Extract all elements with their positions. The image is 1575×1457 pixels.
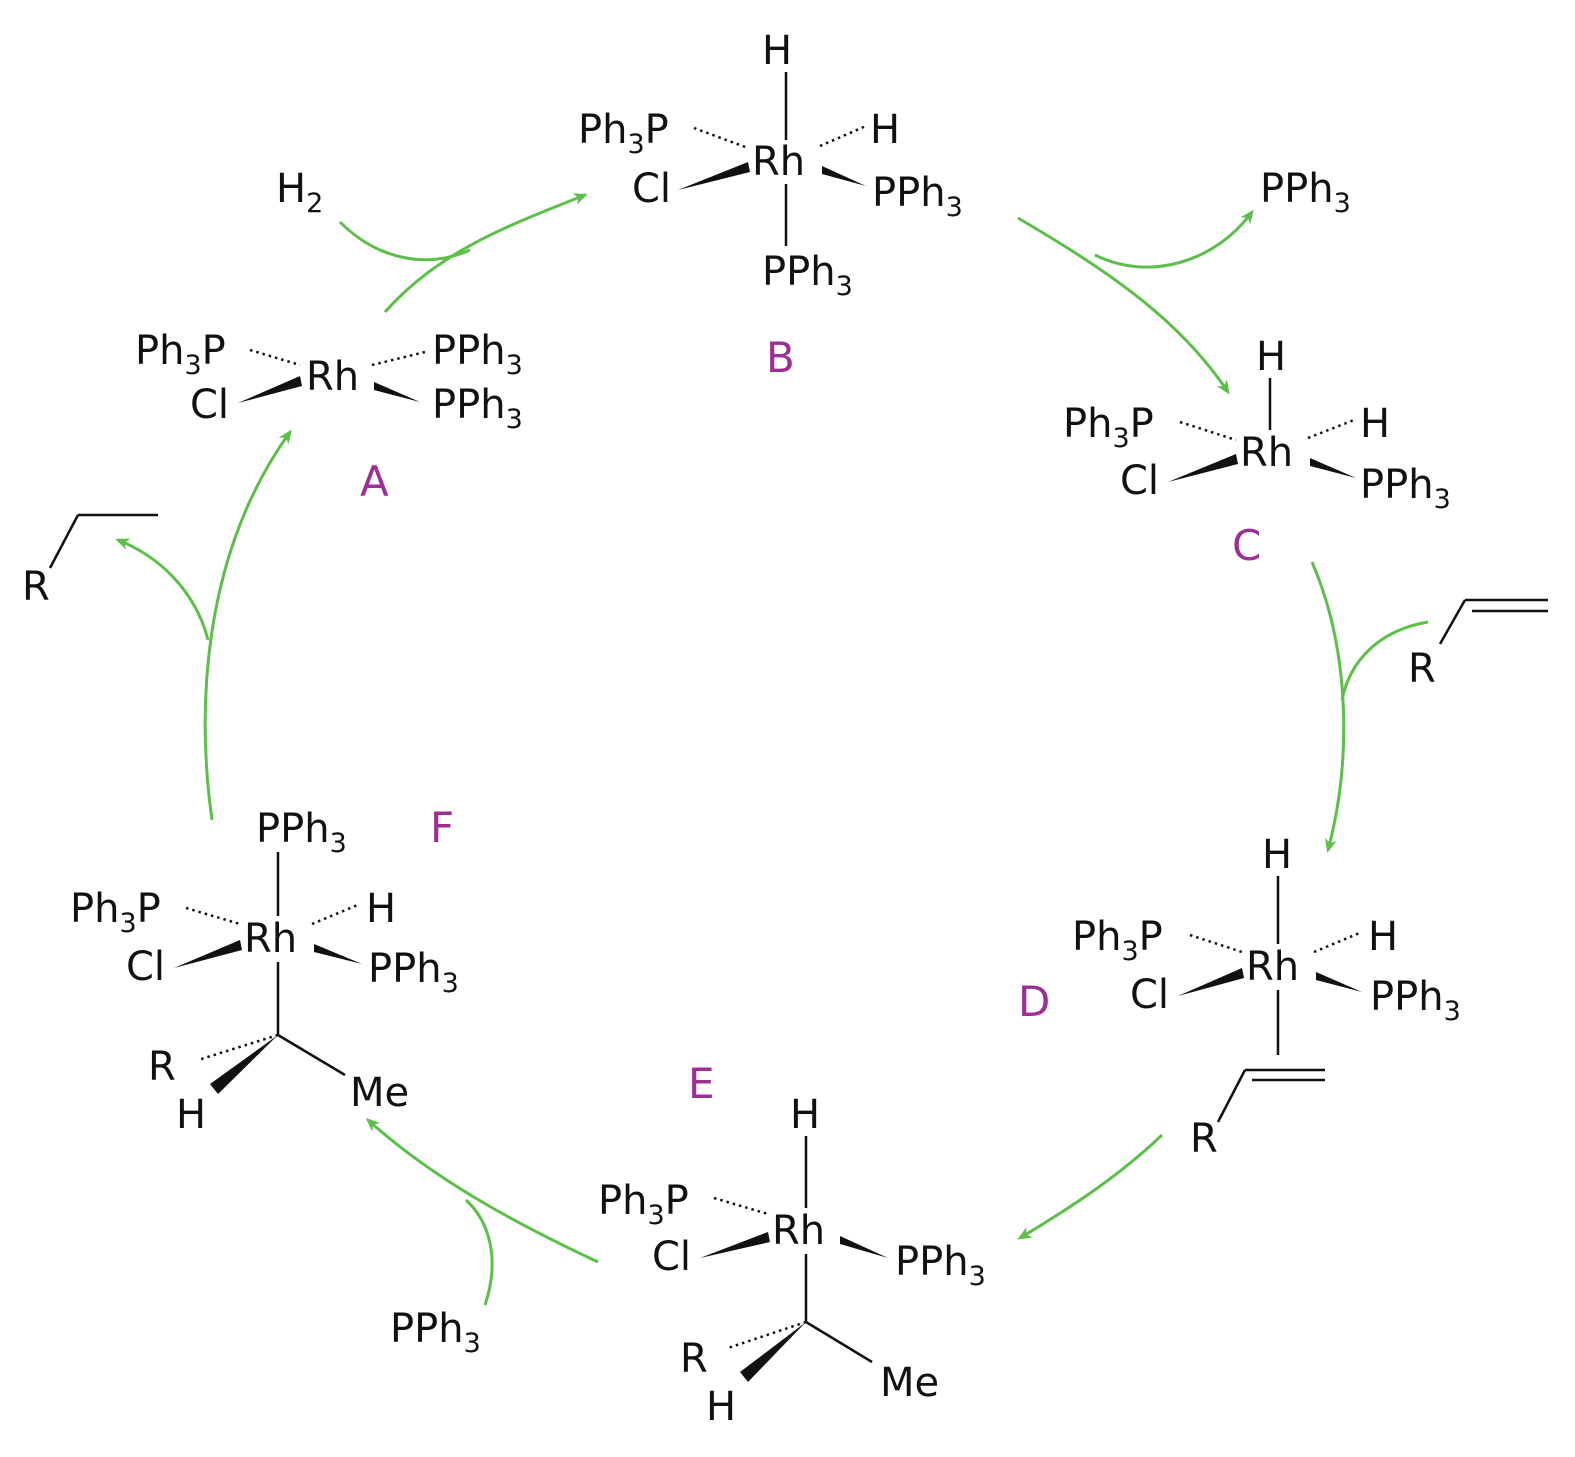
- hydride-axial: H: [1262, 832, 1292, 878]
- ligand-pph3-left: Ph3P: [598, 1178, 689, 1231]
- complex-b: H Ph3P H Cl Rh PPh3 PPh3 B: [578, 28, 963, 382]
- cycle-arrows: [115, 193, 1429, 1306]
- ligand-cl: Cl: [190, 382, 229, 428]
- complex-a: Ph3P Cl Rh PPh3 PPh3 A: [135, 328, 523, 506]
- rhodium-atom: Rh: [306, 354, 359, 400]
- reagent-pph3-added: PPh3: [390, 1306, 481, 1359]
- arrow-pph3-out: [1094, 209, 1254, 269]
- hydride-equatorial: H: [870, 107, 900, 153]
- arrow-c-to-d: [1310, 561, 1346, 853]
- ligand-pph3-left: Ph3P: [1072, 914, 1163, 967]
- substrate-r-group: R: [1408, 646, 1436, 692]
- hydride-equatorial: H: [1368, 914, 1398, 960]
- ligand-pph3-left: Ph3P: [578, 107, 669, 160]
- arrow-h2-in: [338, 220, 471, 262]
- hydride-axial: H: [762, 28, 792, 74]
- rhodium-atom: Rh: [1246, 944, 1299, 990]
- product-pph3-released: PPh3: [1260, 166, 1351, 219]
- rhodium-atom: Rh: [1240, 430, 1293, 476]
- ligand-pph3-left: Ph3P: [135, 328, 226, 381]
- product-r-group: R: [22, 564, 50, 610]
- arrow-a-to-b: [383, 193, 588, 313]
- hydride-equatorial: H: [1360, 401, 1390, 447]
- alkane-product: R: [22, 513, 158, 610]
- ligand-pph3-right: PPh3: [1370, 974, 1461, 1027]
- complex-label-d: D: [1018, 977, 1050, 1026]
- wedge-bond: [238, 376, 302, 403]
- ligand-cl: Cl: [1120, 458, 1159, 504]
- complex-label-e: E: [688, 1059, 715, 1108]
- ligand-cl: Cl: [1130, 972, 1169, 1018]
- complex-d: H Ph3P H Cl Rh PPh3 R D: [1018, 832, 1461, 1162]
- alkyl-hydrogen: H: [176, 1092, 206, 1138]
- complex-label-b: B: [766, 333, 795, 382]
- arrow-pph3-in: [464, 1198, 494, 1306]
- ligand-cl: Cl: [652, 1234, 691, 1280]
- alkene-bond: [1216, 1069, 1247, 1123]
- alkene-r-group: R: [1190, 1116, 1218, 1162]
- rhodium-atom: Rh: [772, 1208, 825, 1254]
- ligand-pph3-right: PPh3: [368, 946, 459, 999]
- complex-c: H Ph3P H Cl Rh PPh3 C: [1063, 334, 1451, 570]
- ligand-pph3-right: PPh3: [872, 170, 963, 223]
- complex-e: H Ph3P Cl Rh PPh3 R H Me E: [598, 1059, 986, 1430]
- alkyl-methyl: Me: [880, 1360, 939, 1406]
- ligand-cl: Cl: [126, 944, 165, 990]
- wedge-bond: [374, 382, 420, 402]
- ligand-pph3-top-right: PPh3: [432, 328, 523, 381]
- alkyl-methyl: Me: [350, 1070, 409, 1116]
- complex-f: PPh3 Ph3P H Cl Rh PPh3 R H Me F: [70, 803, 459, 1138]
- alkene-substrate: R: [1408, 598, 1548, 692]
- ligand-pph3-left: Ph3P: [70, 886, 161, 939]
- arrow-d-to-e: [1017, 1133, 1164, 1240]
- hydride-equatorial: H: [366, 886, 396, 932]
- hashed-bond: [249, 348, 301, 367]
- ligand-pph3-axial: PPh3: [762, 249, 853, 302]
- arrow-e-to-f: [365, 1117, 599, 1264]
- ligand-cl: Cl: [632, 166, 671, 212]
- ligand-pph3-axial: PPh3: [256, 806, 347, 859]
- rhodium-atom: Rh: [752, 139, 805, 185]
- arrow-f-to-a: [203, 429, 292, 821]
- rhodium-atom: Rh: [244, 916, 297, 962]
- complex-label-a: A: [360, 457, 389, 506]
- hydride-axial: H: [1256, 334, 1286, 380]
- arrow-alkane-out: [115, 538, 210, 641]
- complex-label-f: F: [430, 803, 454, 852]
- ligand-pph3-left: Ph3P: [1063, 401, 1154, 454]
- ligand-pph3-right: PPh3: [895, 1239, 986, 1292]
- hydride-axial: H: [790, 1092, 820, 1138]
- hashed-bond: [371, 350, 426, 367]
- alkyl-r-group: R: [148, 1044, 176, 1090]
- ligand-pph3-right: PPh3: [1360, 462, 1451, 515]
- complex-label-c: C: [1232, 521, 1261, 570]
- alkyl-r-group: R: [680, 1336, 708, 1382]
- arrow-alkene-in: [1340, 620, 1429, 701]
- ligand-pph3-bottom-right: PPh3: [432, 382, 523, 435]
- arrow-b-to-c: [1017, 216, 1230, 395]
- reagent-h2: H2: [276, 166, 323, 219]
- alkyl-hydrogen: H: [706, 1384, 736, 1430]
